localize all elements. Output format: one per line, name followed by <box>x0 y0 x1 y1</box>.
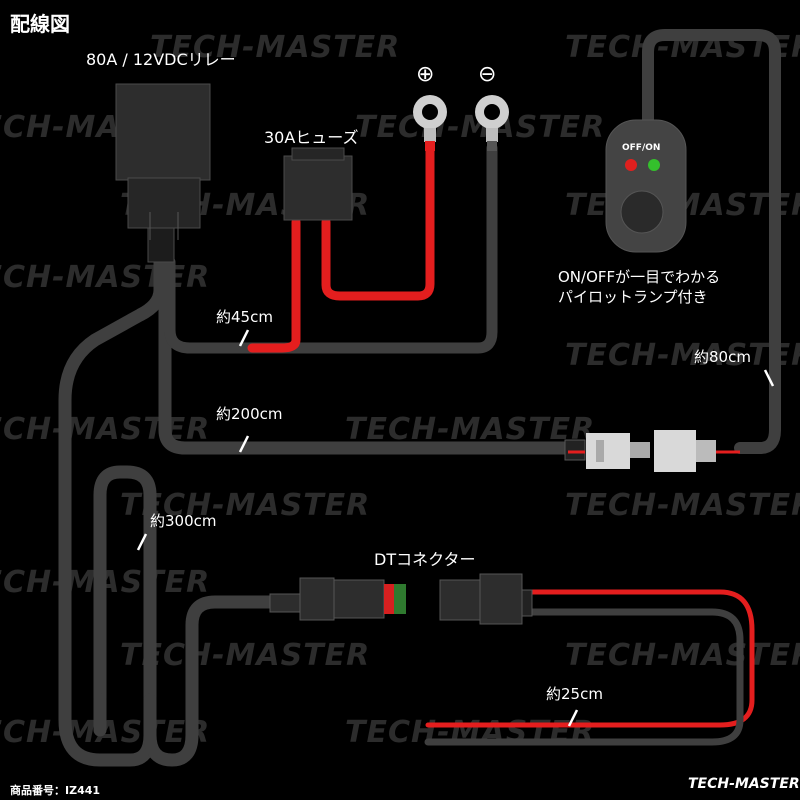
watermark: TECH-MASTER <box>120 638 371 673</box>
watermark: TECH-MASTER <box>120 488 371 523</box>
wire-80cm <box>642 29 781 454</box>
switch-desc-line2: パイロットランプ付き <box>558 288 708 306</box>
relay-socket <box>147 227 175 263</box>
brand-logo: TECH-MASTER <box>688 776 800 792</box>
watermark: TECH-MASTER <box>565 338 800 373</box>
watermark: TECH-MASTER <box>565 638 800 673</box>
wire-200cm <box>158 255 572 455</box>
watermark: TECH-MASTER <box>565 488 800 523</box>
fuse-label: 30Aヒューズ <box>264 128 359 147</box>
length-200cm-label: 約200cm <box>216 405 283 423</box>
length-300cm-label: 約300cm <box>150 512 217 530</box>
wire-red-fuse-right <box>321 145 435 301</box>
dt-connector-male <box>299 577 335 621</box>
switch-button <box>620 190 664 234</box>
switch-panel-label: OFF/ON <box>622 143 661 153</box>
connector-plug-right <box>654 430 696 472</box>
minus-icon: ⊖ <box>478 62 497 87</box>
relay-label: 80A / 12VDCリレー <box>86 50 236 69</box>
length-45cm-label: 約45cm <box>216 308 273 326</box>
watermark: TECH-MASTER <box>345 412 596 447</box>
length-80cm-label: 約80cm <box>694 348 751 366</box>
wire-to-dt <box>143 595 277 767</box>
lamp-green <box>648 159 660 171</box>
wire-45cm-gray <box>164 142 498 354</box>
wire-red-fuse-left <box>247 217 301 353</box>
length-25cm-label: 約25cm <box>546 685 603 703</box>
wire-300cm <box>58 255 167 767</box>
wire-dt-gray <box>424 608 744 746</box>
dt-connector-female <box>439 579 481 621</box>
connector-plug-left <box>586 433 630 469</box>
watermark: TECH-MASTER <box>150 30 401 65</box>
relay-base <box>127 177 201 229</box>
page-title: 配線図 <box>10 12 70 36</box>
plus-icon: ⊕ <box>416 62 435 87</box>
product-code: 商品番号：IZ441 <box>10 784 101 797</box>
lamp-red <box>625 159 637 171</box>
switch-desc-line1: ON/OFFが一目でわかる <box>558 268 721 286</box>
fuse-holder <box>283 155 353 221</box>
wire-dt-red <box>425 589 755 728</box>
dt-connector-label: DTコネクター <box>374 550 476 569</box>
relay-body <box>115 83 211 181</box>
